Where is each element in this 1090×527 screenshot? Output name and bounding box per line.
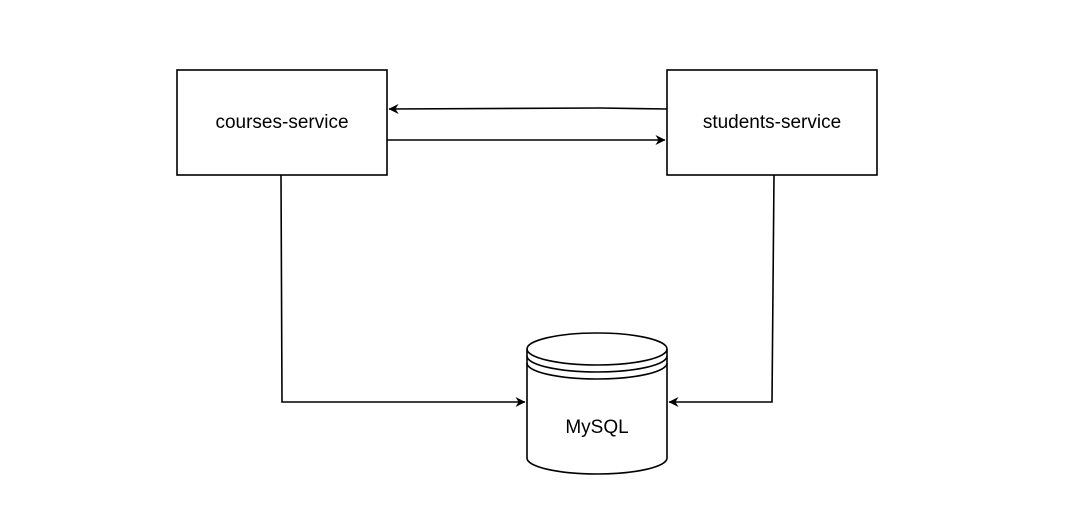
node-students-service[interactable]: students-service (666, 69, 878, 176)
node-courses-service[interactable]: courses-service (176, 69, 388, 176)
node-mysql-database[interactable]: MySQL (526, 332, 668, 475)
cylinder-ring (526, 348, 668, 366)
node-label-students-service: students-service (703, 112, 841, 133)
database-cylinder-icon (526, 332, 668, 475)
cylinder-ring (526, 355, 668, 373)
edge-students-to-courses[interactable] (388, 103, 668, 114)
node-label-courses-service: courses-service (215, 112, 348, 133)
node-label-mysql: MySQL (565, 417, 628, 438)
edge-students-to-mysql[interactable] (668, 174, 775, 407)
edge-courses-to-mysql[interactable] (280, 174, 526, 407)
cylinder-ring (526, 362, 668, 380)
